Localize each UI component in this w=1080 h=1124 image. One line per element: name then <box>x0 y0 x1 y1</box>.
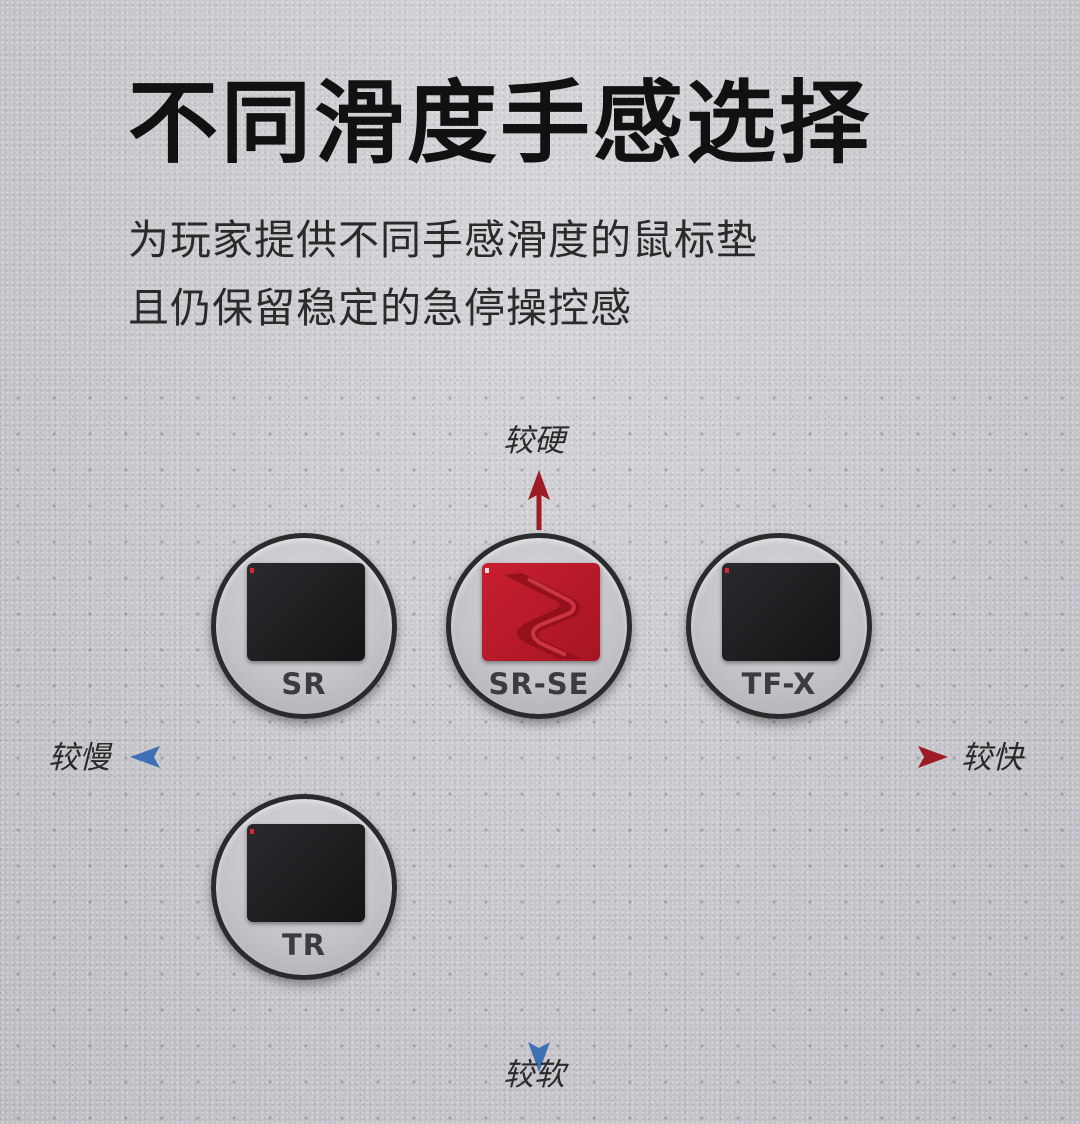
zowie-logo-icon <box>504 573 582 659</box>
pad-node-tf-x: TF-X <box>686 533 872 719</box>
y-axis-down-arrow <box>528 1042 550 1072</box>
x-axis-right-arrow <box>918 746 948 768</box>
pad-node-sr-se: SR-SE <box>446 533 632 719</box>
pad-node-sr: SR <box>211 533 397 719</box>
y-axis-up-arrow <box>528 470 550 500</box>
pad-label-tf-x: TF-X <box>741 667 817 701</box>
x-axis-left-arrow <box>130 746 160 768</box>
pad-node-tr: TR <box>211 794 397 980</box>
axis-label-softer: 较软 <box>503 1057 565 1093</box>
pad-label-sr: SR <box>281 667 327 701</box>
mousepad-tf-x-image <box>722 563 840 661</box>
page-title: 不同滑度手感选择 <box>128 71 872 176</box>
slide-hardness-diagram <box>0 380 1080 1124</box>
axis-label-faster: 较快 <box>961 740 1023 776</box>
subtitle-line-1: 为玩家提供不同手感滑度的鼠标垫 <box>128 216 758 264</box>
axis-label-harder: 较硬 <box>503 423 565 459</box>
mousepad-sr-se-image <box>482 563 600 661</box>
mousepad-sr-image <box>247 563 365 661</box>
pad-label-sr-se: SR-SE <box>488 667 590 701</box>
pad-label-tr: TR <box>281 928 327 962</box>
mousepad-tr-image <box>247 824 365 922</box>
subtitle-line-2: 且仍保留稳定的急停操控感 <box>128 284 632 332</box>
axis-label-slower: 较慢 <box>48 740 110 776</box>
